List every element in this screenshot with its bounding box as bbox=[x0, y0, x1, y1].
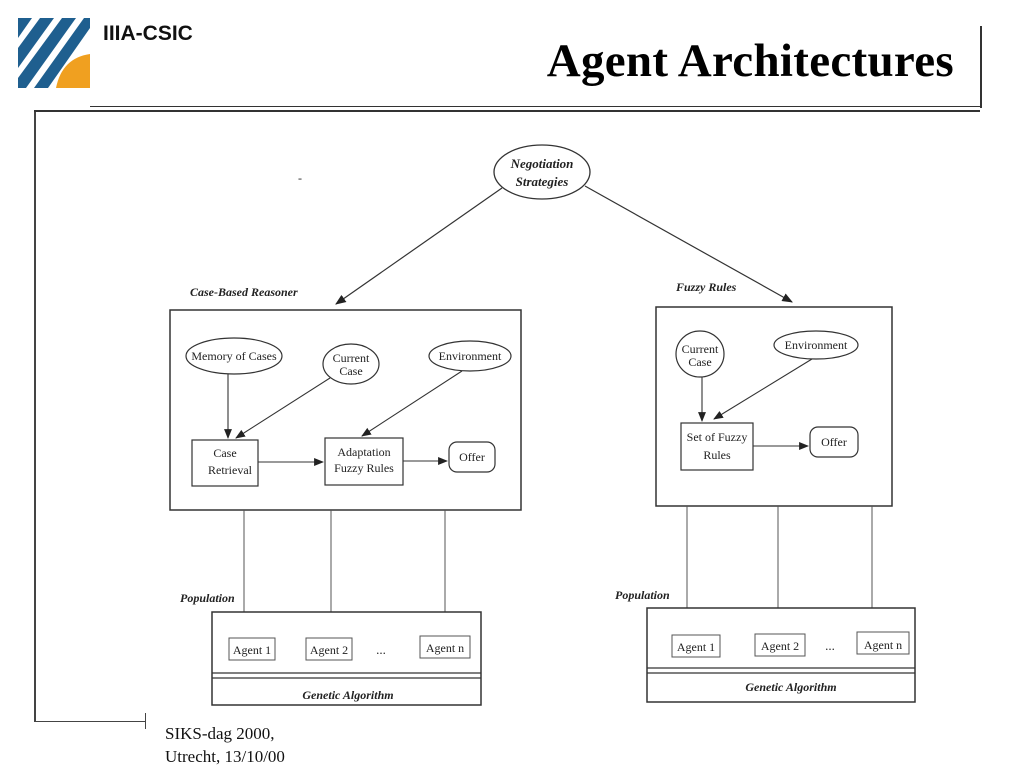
population-label-left: Population bbox=[180, 591, 235, 605]
iiia-logo bbox=[18, 18, 90, 88]
svg-text:Retrieval: Retrieval bbox=[208, 463, 253, 477]
agent2-left: Agent 2 bbox=[310, 643, 348, 657]
negotiation-label-1: Negotiation bbox=[510, 156, 574, 171]
agent2-right: Agent 2 bbox=[761, 639, 799, 653]
offer-node-left: Offer bbox=[448, 441, 496, 473]
cbr-label: Case-Based Reasoner bbox=[190, 285, 298, 299]
svg-text:Fuzzy Rules: Fuzzy Rules bbox=[334, 461, 394, 475]
footer-location-date: Utrecht, 13/10/00 bbox=[165, 747, 285, 766]
title-divider bbox=[34, 110, 980, 112]
adaptation-fuzzy-rules-node: Adaptation Fuzzy Rules bbox=[324, 437, 404, 486]
svg-text:Offer: Offer bbox=[459, 450, 485, 464]
frame-tick bbox=[145, 713, 146, 729]
svg-text:Adaptation: Adaptation bbox=[337, 445, 390, 459]
case-retrieval-node: Case Retrieval bbox=[191, 439, 259, 487]
footer: SIKS-dag 2000, Utrecht, 13/10/00 bbox=[165, 722, 285, 768]
agentn-left: Agent n bbox=[426, 641, 464, 655]
stray-mark: - bbox=[298, 171, 302, 185]
population-label-right: Population bbox=[615, 588, 670, 602]
svg-text:Case: Case bbox=[339, 364, 362, 378]
ga-label-left: Genetic Algorithm bbox=[302, 688, 393, 702]
slide-title: Agent Architectures bbox=[546, 35, 954, 87]
memory-of-cases-node: Memory of Cases bbox=[185, 337, 283, 375]
svg-text:Environment: Environment bbox=[439, 349, 502, 363]
current-case-node-left: Current Case bbox=[322, 343, 380, 385]
svg-text:Case: Case bbox=[213, 446, 236, 460]
frame-left-border bbox=[34, 112, 36, 722]
negotiation-strategies-node: Negotiation Strategies bbox=[493, 144, 591, 200]
org-name: IIIA-CSIC bbox=[103, 22, 193, 45]
svg-text:Current: Current bbox=[333, 351, 370, 365]
set-of-fuzzy-rules-node: Set of Fuzzy Rules bbox=[680, 422, 754, 471]
agent1-right: Agent 1 bbox=[677, 640, 715, 654]
title-divider-vertical bbox=[980, 26, 982, 108]
agent1-left: Agent 1 bbox=[233, 643, 271, 657]
svg-text:Case: Case bbox=[688, 355, 711, 369]
ellipsis-right: ... bbox=[825, 638, 835, 653]
svg-text:Current: Current bbox=[682, 342, 719, 356]
arrow-to-cbr bbox=[335, 187, 503, 305]
negotiation-label-2: Strategies bbox=[516, 174, 569, 189]
svg-text:Offer: Offer bbox=[821, 435, 847, 449]
agentn-right: Agent n bbox=[864, 638, 902, 652]
svg-text:Rules: Rules bbox=[703, 448, 731, 462]
svg-text:Environment: Environment bbox=[785, 338, 848, 352]
current-case-node-right: Current Case bbox=[675, 330, 725, 378]
svg-text:Set of Fuzzy: Set of Fuzzy bbox=[687, 430, 748, 444]
offer-node-right: Offer bbox=[809, 426, 859, 458]
ellipsis-left: ... bbox=[376, 642, 386, 657]
fuzzy-label: Fuzzy Rules bbox=[675, 280, 737, 294]
ga-label-right: Genetic Algorithm bbox=[745, 680, 836, 694]
frame-bottom-border bbox=[34, 721, 146, 722]
title-divider-thin bbox=[90, 106, 980, 107]
environment-node-left: Environment bbox=[428, 340, 512, 372]
environment-node-right: Environment bbox=[773, 330, 859, 360]
memory-label: Memory of Cases bbox=[191, 349, 277, 363]
arrow-to-fuzzy bbox=[584, 185, 793, 303]
footer-event: SIKS-dag 2000, bbox=[165, 724, 275, 743]
